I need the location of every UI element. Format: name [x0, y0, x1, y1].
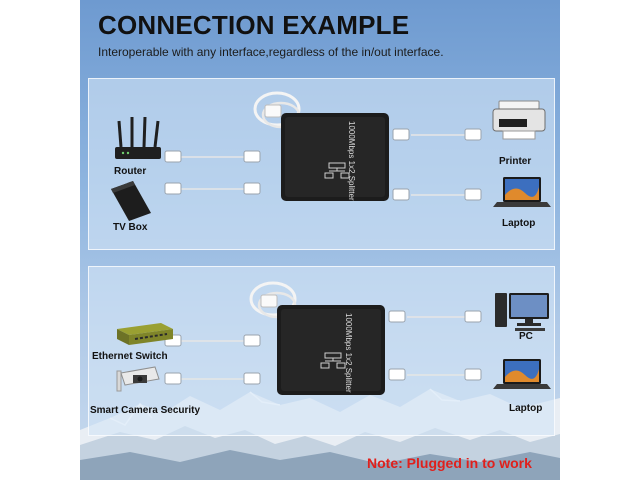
ethernet-cables-bottom [179, 316, 467, 380]
device-label-ethernet-switch: Ethernet Switch [92, 351, 168, 362]
rj45-plug-icon [164, 128, 482, 201]
connection-panel-bottom: 1000Mbps 1x2 Splitter [88, 266, 555, 436]
rj45-plug-icon [164, 310, 482, 385]
ethernet-cables-top [179, 134, 467, 196]
security-camera-icon [116, 366, 160, 392]
page-title: CONNECTION EXAMPLE [98, 10, 410, 40]
laptop-icon [493, 359, 551, 389]
page-subtitle: Interoperable with any interface,regardl… [98, 45, 444, 59]
connection-graphics-bottom: 1000Mbps 1x2 Splitter [116, 281, 551, 395]
connection-graphics-top: 1000Mbps 1x2 Splitter [111, 91, 551, 221]
device-label-laptop: Laptop [502, 218, 536, 229]
splitter-device: 1000Mbps 1x2 Splitter [277, 305, 385, 395]
connection-diagram: CONNECTION EXAMPLE Interoperable with an… [80, 0, 560, 480]
printer-icon [492, 100, 546, 140]
router-icon [115, 116, 161, 159]
ethernet-port-icon [324, 162, 350, 179]
tv-box-icon [111, 181, 151, 221]
device-label-router: Router [114, 166, 147, 177]
device-label-printer: Printer [499, 156, 532, 167]
device-label-laptop: Laptop [509, 403, 543, 414]
device-label-smart-camera: Smart Camera Security [90, 405, 201, 416]
laptop-icon [493, 177, 551, 207]
splitter-label: 1000Mbps 1x2 Splitter [347, 121, 356, 201]
device-label-tv-box: TV Box [113, 222, 148, 233]
splitter-device: 1000Mbps 1x2 Splitter [281, 113, 389, 201]
connection-panel-top: 1000Mbps 1x2 Splitter [88, 78, 555, 250]
plugged-in-note: Note: Plugged in to work [367, 455, 532, 471]
pc-icon [495, 293, 549, 331]
splitter-label: 1000Mbps 1x2 Splitter [344, 313, 353, 393]
ethernet-port-icon [320, 352, 346, 369]
device-label-pc: PC [519, 331, 533, 342]
ethernet-switch-icon [117, 323, 173, 345]
